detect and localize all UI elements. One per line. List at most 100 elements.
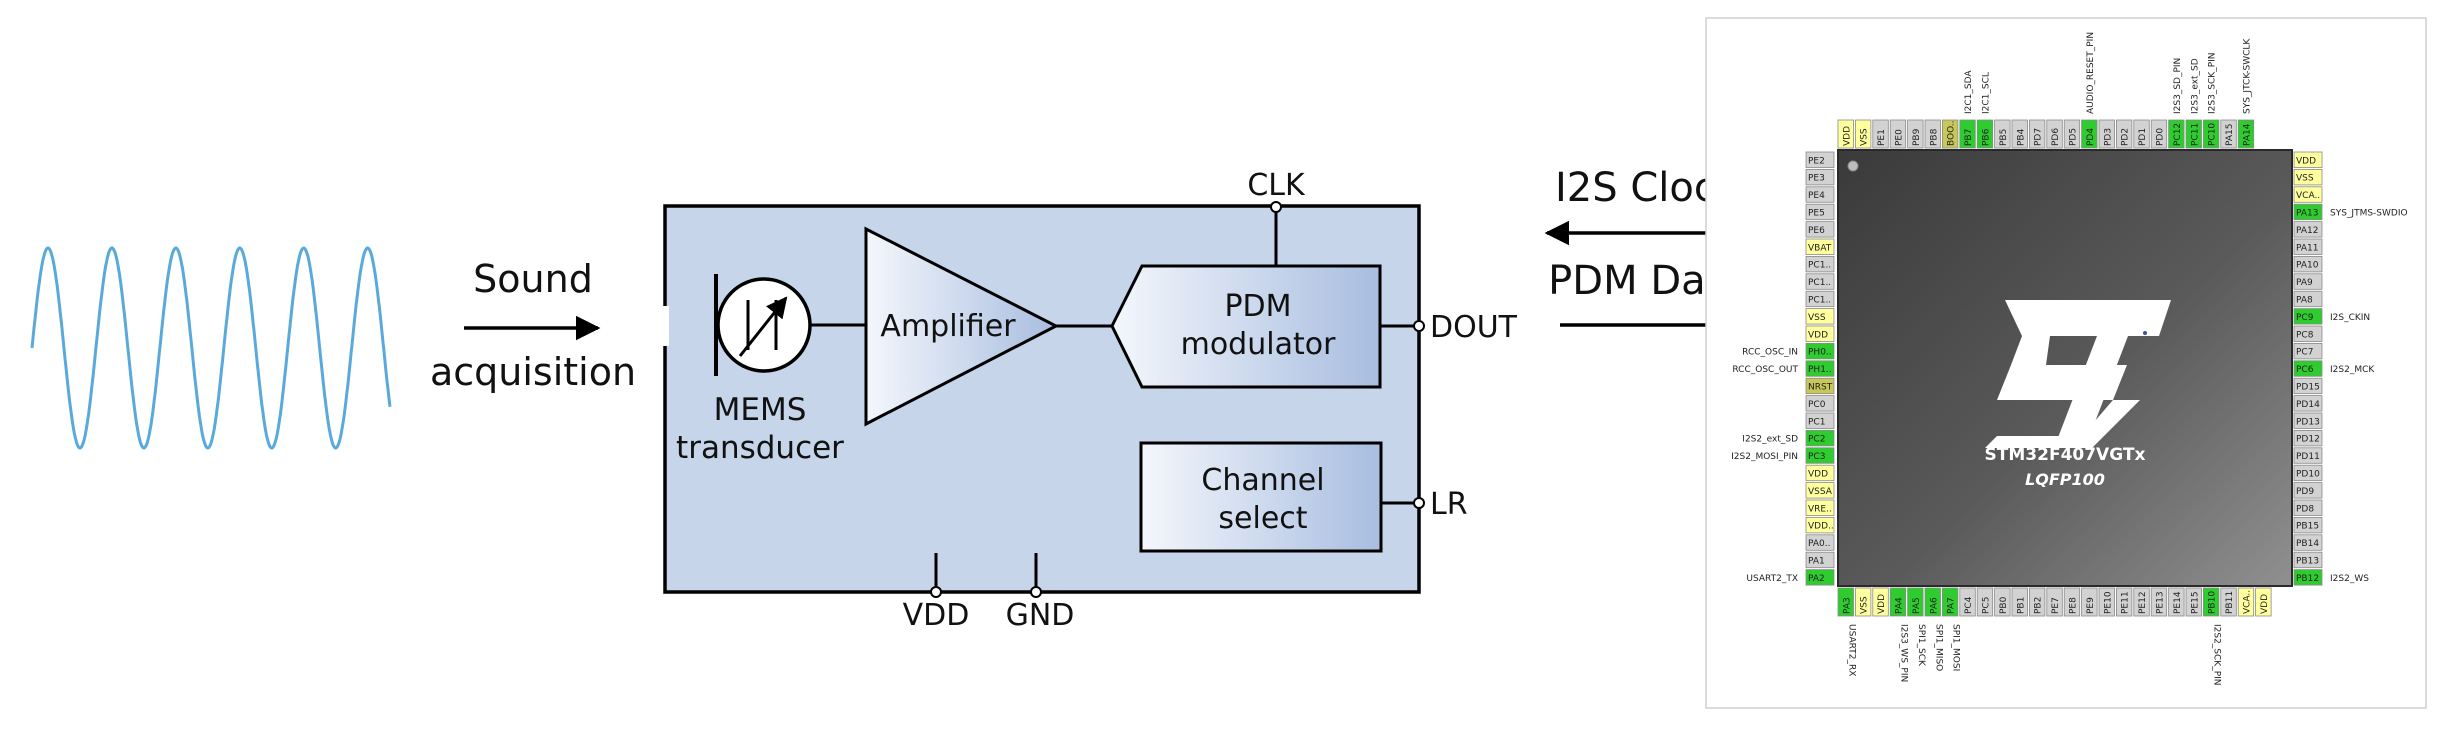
pin-pd1[interactable]: PD1 — [2133, 119, 2150, 149]
pin-pc7[interactable]: PC7 — [2293, 342, 2323, 360]
pin-pc1[interactable]: PC1.. — [1805, 273, 1835, 290]
pin-pd13[interactable]: PD13 — [2293, 412, 2323, 429]
pin-pa5[interactable]: PA5 — [1907, 587, 1924, 617]
pin-pa14[interactable]: PA14 — [2237, 119, 2255, 149]
pin-pa11[interactable]: PA11 — [2293, 238, 2323, 255]
pin-pc1[interactable]: PC1.. — [1805, 255, 1835, 273]
pin-pe5[interactable]: PE5 — [1805, 203, 1835, 221]
pin-pb4[interactable]: PB4 — [2011, 119, 2028, 149]
pin-vca[interactable]: VCA.. — [2237, 587, 2255, 617]
pin-vdd[interactable]: VDD — [1872, 587, 1889, 617]
pin-pa6[interactable]: PA6 — [1924, 587, 1941, 617]
pin-pe8[interactable]: PE8 — [2063, 587, 2081, 617]
pin-pa9[interactable]: PA9 — [2293, 273, 2323, 290]
pin-pd4[interactable]: PD4 — [2081, 119, 2098, 149]
pin-pb0[interactable]: PB0 — [1994, 587, 2011, 617]
pin-pb7[interactable]: PB7 — [1959, 119, 1976, 149]
pin-pe14[interactable]: PE14 — [2168, 587, 2185, 617]
pin-pe0[interactable]: PE0 — [1889, 119, 1907, 149]
pin-pa1[interactable]: PA1 — [1805, 551, 1835, 569]
pin-pd15[interactable]: PD15 — [2293, 377, 2323, 395]
pin-pe10[interactable]: PE10 — [2098, 587, 2115, 617]
signal-spi1-mosi: SPI1_MOSI — [1951, 624, 1961, 671]
pin-pc3[interactable]: PC3 — [1805, 447, 1835, 464]
pin-pa15[interactable]: PA15 — [2220, 119, 2237, 149]
pin-pd8[interactable]: PD8 — [2293, 499, 2323, 516]
pin-pd9[interactable]: PD9 — [2293, 482, 2323, 499]
pin-vssa[interactable]: VSSA — [1805, 482, 1835, 499]
pin-pb2[interactable]: PB2 — [2029, 587, 2046, 617]
pin-pa3[interactable]: PA3 — [1837, 587, 1854, 617]
pin-pe2[interactable]: PE2 — [1805, 151, 1835, 168]
pin-vdd[interactable]: VDD.. — [1805, 517, 1835, 534]
pin-vdd[interactable]: VDD — [2293, 151, 2323, 168]
pin-pc4[interactable]: PC4 — [1959, 587, 1976, 617]
pin-pa7[interactable]: PA7 — [1942, 587, 1959, 617]
pin-pe11[interactable]: PE11 — [2115, 587, 2133, 617]
pin-pb6[interactable]: PB6 — [1976, 119, 1994, 149]
pin-pe1[interactable]: PE1 — [1872, 119, 1889, 149]
pin-pd7[interactable]: PD7 — [2029, 119, 2046, 149]
pin-pb11[interactable]: PB11 — [2220, 587, 2237, 617]
pin-pb5[interactable]: PB5 — [1994, 119, 2011, 149]
pin-pa12[interactable]: PA12 — [2293, 221, 2323, 238]
pin-pc11[interactable]: PC11 — [2185, 119, 2202, 149]
pin-pb10[interactable]: PB10 — [2202, 587, 2220, 617]
pin-vss[interactable]: VSS — [1805, 308, 1835, 325]
pin-pc8[interactable]: PC8 — [2293, 325, 2323, 342]
pin-pd11[interactable]: PD11 — [2293, 447, 2323, 464]
pin-pd12[interactable]: PD12 — [2293, 429, 2323, 447]
pin-pe15[interactable]: PE15 — [2185, 587, 2202, 617]
pin-pa0[interactable]: PA0.. — [1805, 534, 1835, 551]
pin-pe3[interactable]: PE3 — [1805, 168, 1835, 186]
pin-pb1[interactable]: PB1 — [2011, 587, 2028, 617]
pin-pc2[interactable]: PC2 — [1805, 429, 1835, 447]
pin-pc1[interactable]: PC1.. — [1805, 290, 1835, 308]
pin-pc1[interactable]: PC1 — [1805, 412, 1835, 429]
pin-vss[interactable]: VSS — [1855, 587, 1872, 617]
pin-pc9[interactable]: PC9 — [2293, 308, 2323, 325]
pin-pc6[interactable]: PC6 — [2293, 360, 2323, 377]
pin-pc12[interactable]: PC12 — [2168, 119, 2185, 149]
pin-vdd[interactable]: VDD — [1837, 119, 1854, 149]
pin-pe9[interactable]: PE9 — [2081, 587, 2098, 617]
pin-vre[interactable]: VRE.. — [1805, 499, 1835, 516]
pin-boo[interactable]: BOO.. — [1942, 119, 1959, 149]
pin-pb13[interactable]: PB13 — [2293, 551, 2323, 569]
pin-pb8[interactable]: PB8 — [1924, 119, 1941, 149]
pin-pe12[interactable]: PE12 — [2133, 587, 2150, 617]
pin-vbat[interactable]: VBAT — [1805, 238, 1835, 255]
pin-pe13[interactable]: PE13 — [2150, 587, 2168, 617]
pin-pd3[interactable]: PD3 — [2098, 119, 2115, 149]
pin-ph1[interactable]: PH1.. — [1805, 360, 1835, 377]
pin-pc10[interactable]: PC10 — [2202, 119, 2220, 149]
pin-pe4[interactable]: PE4 — [1805, 186, 1835, 203]
pin-vss[interactable]: VSS — [1855, 119, 1872, 149]
pin-pe7[interactable]: PE7 — [2046, 587, 2063, 617]
pin-pa2[interactable]: PA2 — [1805, 569, 1835, 586]
pin-pb15[interactable]: PB15 — [2293, 517, 2323, 534]
pin-ph0[interactable]: PH0.. — [1805, 342, 1835, 360]
pin-vdd[interactable]: VDD — [1805, 464, 1835, 482]
pin-vca[interactable]: VCA.. — [2293, 186, 2323, 203]
pin-pa8[interactable]: PA8 — [2293, 290, 2323, 308]
pin-pa4[interactable]: PA4 — [1889, 587, 1907, 617]
pin-pc0[interactable]: PC0 — [1805, 395, 1835, 412]
pin-pc5[interactable]: PC5 — [1976, 587, 1994, 617]
pin-pa10[interactable]: PA10 — [2293, 255, 2323, 273]
pin-pd14[interactable]: PD14 — [2293, 395, 2323, 412]
pin-pd5[interactable]: PD5 — [2063, 119, 2081, 149]
pin-nrst[interactable]: NRST — [1805, 377, 1835, 395]
pin-pe6[interactable]: PE6 — [1805, 221, 1835, 238]
pin-pd2[interactable]: PD2 — [2115, 119, 2133, 149]
pin-vdd[interactable]: VDD — [1805, 325, 1835, 342]
pin-pd6[interactable]: PD6 — [2046, 119, 2063, 149]
pin-pd0[interactable]: PD0 — [2150, 119, 2168, 149]
pin-vss[interactable]: VSS — [2293, 168, 2323, 186]
pin-pa13[interactable]: PA13 — [2293, 203, 2323, 221]
pin-pb9[interactable]: PB9 — [1907, 119, 1924, 149]
pin-pb12[interactable]: PB12 — [2293, 569, 2323, 586]
pin-vdd[interactable]: VDD — [2255, 587, 2272, 617]
pin-pb14[interactable]: PB14 — [2293, 534, 2323, 551]
pin-pd10[interactable]: PD10 — [2293, 464, 2323, 482]
